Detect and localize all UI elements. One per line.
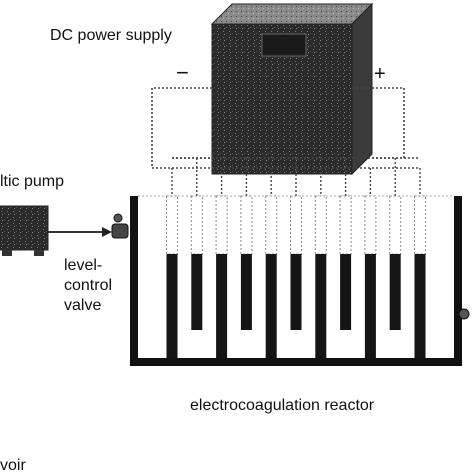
- reactor-label: electrocoagulation reactor: [190, 397, 375, 414]
- power-supply: [210, 2, 374, 176]
- negative-wire: [151, 87, 212, 169]
- power-supply-side: [351, 2, 373, 176]
- peristaltic-pump: [0, 205, 112, 256]
- minus-label: −: [176, 60, 189, 85]
- electrode-plate: [216, 254, 228, 358]
- valve-label-2: control: [64, 277, 112, 294]
- valve-label-3: valve: [64, 297, 101, 314]
- electrode-plate: [265, 254, 277, 358]
- reservoir-label: voir: [0, 457, 26, 474]
- electrode-plate: [389, 254, 401, 330]
- electrode-upper: [364, 195, 377, 255]
- electrode-plate: [340, 254, 352, 330]
- electrode-upper: [314, 195, 327, 255]
- electrode-upper: [166, 195, 178, 255]
- electrode-plate: [240, 254, 252, 330]
- electrode-plate: [364, 254, 376, 358]
- tank-wall-right: [454, 196, 462, 366]
- power-supply-label: DC power supply: [50, 27, 172, 44]
- pump-label: ltic pump: [0, 173, 64, 190]
- electrode-upper: [240, 195, 253, 255]
- electrode-upper: [414, 195, 426, 255]
- pump-foot-right: [34, 250, 44, 256]
- valve-label-1: level-: [64, 257, 102, 274]
- electrode-plate: [191, 254, 203, 330]
- level-control-valve: [111, 213, 129, 239]
- flow-arrow: [102, 227, 112, 237]
- electrode-plate: [414, 254, 426, 358]
- tank-bottom: [130, 358, 462, 366]
- electrode-plate: [315, 254, 327, 358]
- power-supply-top: [210, 3, 374, 25]
- electrode-upper: [389, 195, 402, 255]
- pump-body: [0, 205, 49, 251]
- valve-knob: [113, 213, 123, 223]
- outlet-valve: [458, 308, 470, 320]
- plus-label: +: [374, 63, 386, 85]
- electrode-plate: [290, 254, 302, 330]
- electrodes: [166, 158, 426, 358]
- pump-foot-left: [2, 250, 12, 256]
- tank-wall-left: [130, 196, 138, 366]
- electrode-upper: [190, 195, 203, 255]
- electrode-upper: [215, 195, 228, 255]
- electrode-plate: [166, 254, 178, 358]
- power-supply-display: [261, 33, 307, 57]
- electrode-upper: [290, 195, 302, 255]
- electrode-upper: [265, 195, 278, 255]
- electrode-upper: [339, 195, 352, 255]
- valve-body: [111, 223, 129, 239]
